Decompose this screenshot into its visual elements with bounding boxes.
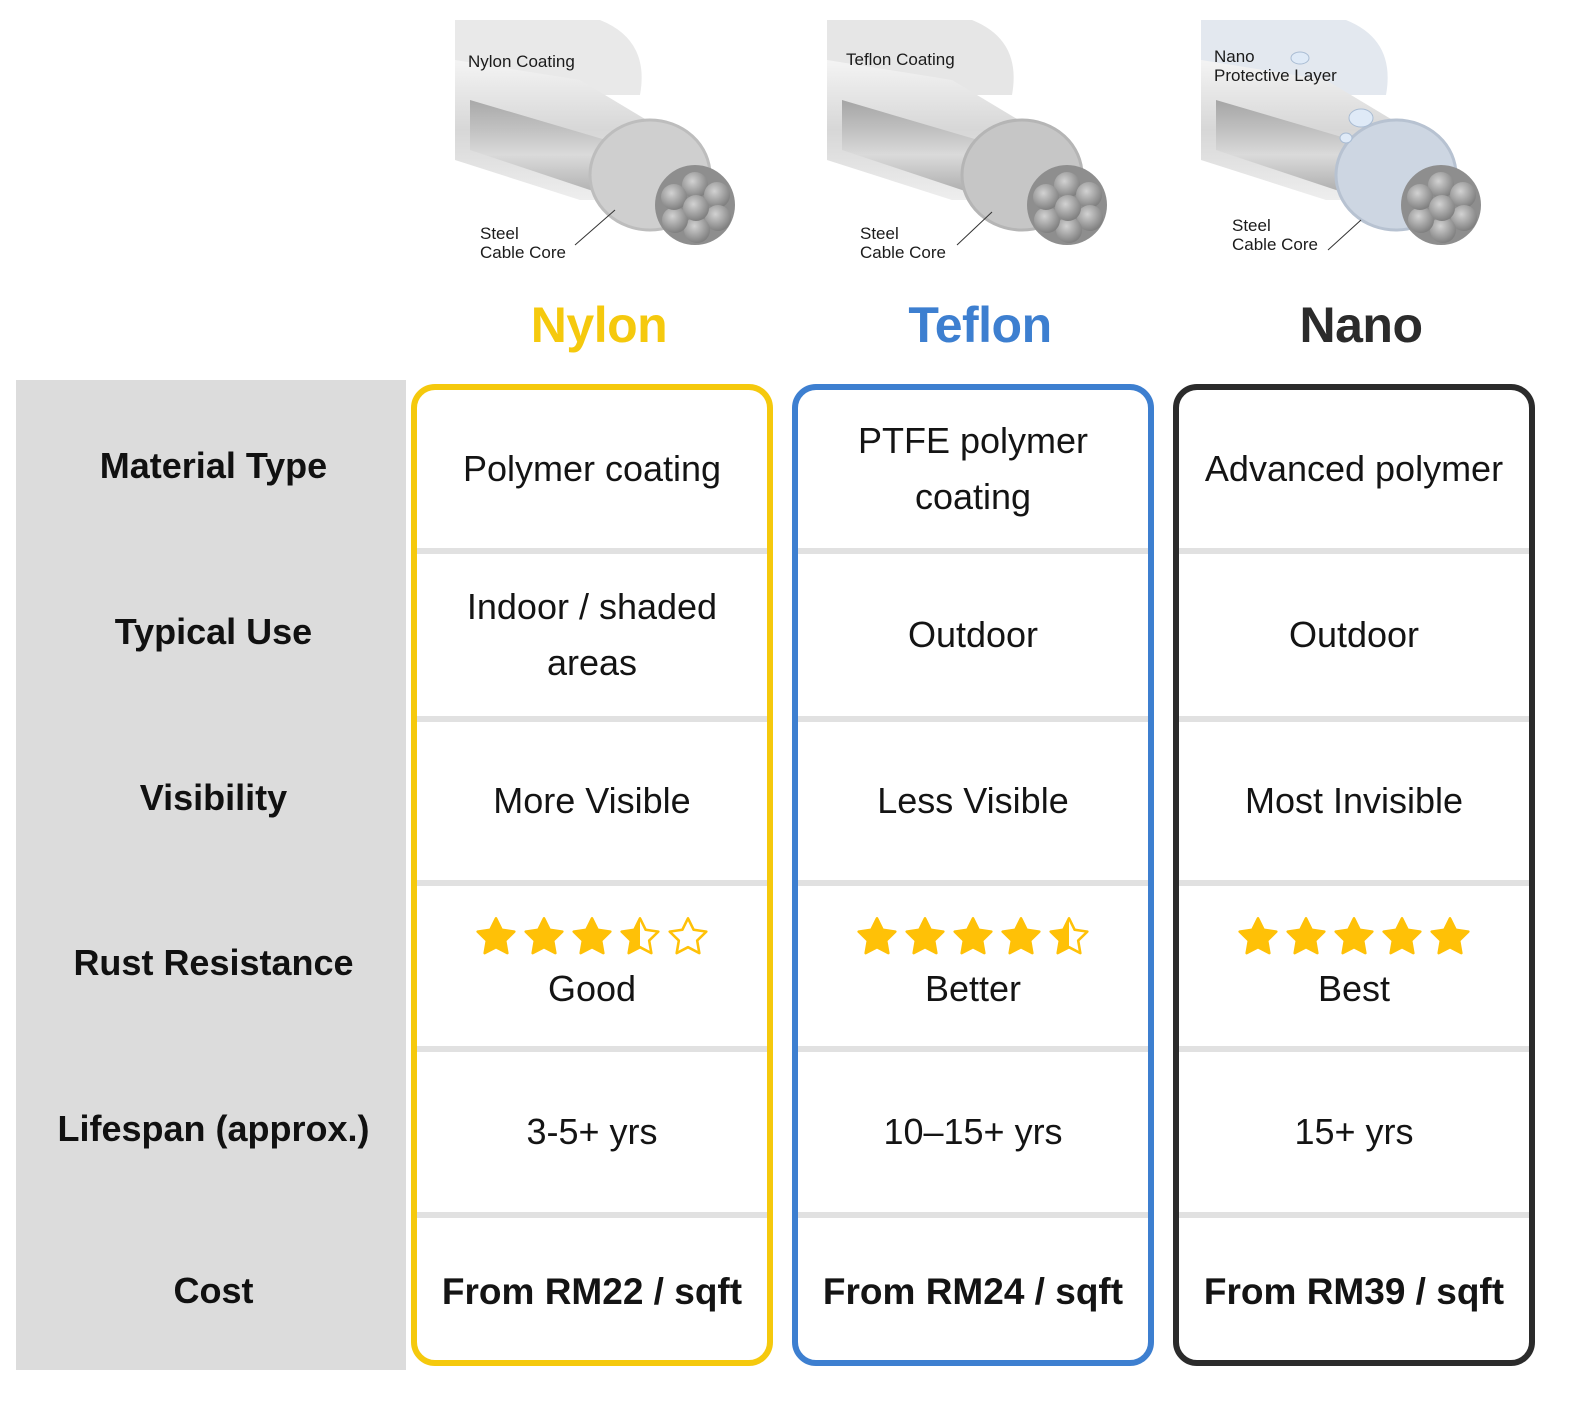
teflon-star-rating <box>855 915 1091 959</box>
nano-visibility-text: Most Invisible <box>1244 780 1464 821</box>
nylon-column: Polymer coating Indoor / shaded areas Mo… <box>411 384 773 1366</box>
teflon-typical-use: Outdoor <box>798 554 1148 716</box>
teflon-rust-text: Better <box>924 968 1022 1009</box>
nano-lifespan-text: 15+ yrs <box>1294 1111 1414 1152</box>
row-divider <box>1179 880 1529 886</box>
row-label-lifespan: Lifespan (approx.) <box>57 1108 370 1149</box>
row-divider <box>417 716 767 722</box>
teflon-cost-text: From RM24 / sqft <box>822 1271 1124 1312</box>
teflon-cost: From RM24 / sqft <box>798 1218 1148 1360</box>
nylon-star-rating <box>474 915 710 959</box>
nano-typical-use: Outdoor <box>1179 554 1529 716</box>
row-divider <box>798 1046 1148 1052</box>
nano-cost: From RM39 / sqft <box>1179 1218 1529 1360</box>
teflon-typical-use-text: Outdoor <box>907 614 1039 655</box>
nylon-lifespan-text: 3-5+ yrs <box>526 1111 658 1152</box>
star-icon-full <box>905 917 945 955</box>
star-icon-full <box>1430 917 1470 955</box>
nylon-title: Nylon <box>530 297 668 353</box>
row-divider <box>798 880 1148 886</box>
nylon-typical-use-line-2: areas <box>546 642 638 683</box>
star-icon-full <box>1238 917 1278 955</box>
star-icon-half <box>620 917 660 955</box>
teflon-core-label: Steel Cable Core <box>860 224 946 262</box>
star-icon-full <box>572 917 612 955</box>
nylon-visibility: More Visible <box>417 722 767 880</box>
teflon-visibility: Less Visible <box>798 722 1148 880</box>
star-icon-full <box>857 917 897 955</box>
teflon-lifespan: 10–15+ yrs <box>798 1052 1148 1212</box>
star-icon-empty <box>668 917 708 955</box>
nylon-rust-text: Good <box>547 968 637 1009</box>
nano-rust-resistance: Best <box>1179 886 1529 1046</box>
nylon-typical-use: Indoor / shaded areas <box>417 554 767 716</box>
star-icon-full <box>476 917 516 955</box>
nano-cost-text: From RM39 / sqft <box>1203 1271 1505 1312</box>
row-divider <box>798 1212 1148 1218</box>
row-divider <box>798 716 1148 722</box>
teflon-coating-label: Teflon Coating <box>846 50 955 69</box>
teflon-lifespan-text: 10–15+ yrs <box>883 1111 1063 1152</box>
nano-rust-text: Best <box>1317 968 1391 1009</box>
teflon-material-type-line-2: coating <box>914 476 1032 517</box>
row-divider <box>417 1046 767 1052</box>
nylon-cable-illustration: Nylon Coating Steel Cable Core <box>450 0 790 290</box>
row-divider <box>1179 1046 1529 1052</box>
teflon-visibility-text: Less Visible <box>877 780 1069 821</box>
nano-cable-illustration: Nano Protective Layer Steel Cable Core <box>1196 0 1536 290</box>
star-icon-full <box>953 917 993 955</box>
teflon-cable-illustration: Teflon Coating Steel Cable Core <box>822 0 1162 290</box>
nano-coating-label: Nano Protective Layer <box>1214 47 1337 85</box>
star-icon-full <box>1286 917 1326 955</box>
nylon-material-type-text: Polymer coating <box>462 448 722 489</box>
nano-typical-use-text: Outdoor <box>1288 614 1420 655</box>
nano-column: Advanced polymer Outdoor Most Invisible … <box>1173 384 1535 1366</box>
row-label-visibility: Visibility <box>139 777 288 818</box>
nylon-lifespan: 3-5+ yrs <box>417 1052 767 1212</box>
star-icon-full <box>1001 917 1041 955</box>
nylon-visibility-text: More Visible <box>493 780 691 821</box>
nylon-cost-text: From RM22 / sqft <box>441 1271 743 1312</box>
star-icon-full <box>1334 917 1374 955</box>
row-divider <box>1179 716 1529 722</box>
row-label-rust-resistance: Rust Resistance <box>73 942 354 983</box>
star-icon-half <box>1049 917 1089 955</box>
row-divider <box>798 548 1148 554</box>
teflon-title: Teflon <box>908 297 1052 353</box>
nylon-typical-use-line-1: Indoor / shaded <box>466 586 718 627</box>
nano-title: Nano <box>1299 297 1424 353</box>
teflon-material-type-line-1: PTFE polymer <box>857 420 1089 461</box>
nylon-material-type: Polymer coating <box>417 390 767 548</box>
teflon-column: PTFE polymer coating Outdoor Less Visibl… <box>792 384 1154 1366</box>
nano-core-label: Steel Cable Core <box>1232 216 1318 254</box>
row-label-material-type: Material Type <box>99 445 328 486</box>
star-icon-full <box>1382 917 1422 955</box>
teflon-material-type: PTFE polymer coating <box>798 390 1148 548</box>
row-divider <box>417 1212 767 1218</box>
nylon-coating-label: Nylon Coating <box>468 52 575 71</box>
star-icon-full <box>524 917 564 955</box>
nano-cable-image <box>1201 20 1481 251</box>
nano-star-rating <box>1236 915 1472 959</box>
row-label-typical-use: Typical Use <box>114 611 313 652</box>
nylon-core-label: Steel Cable Core <box>480 224 566 262</box>
nano-lifespan: 15+ yrs <box>1179 1052 1529 1212</box>
row-divider <box>1179 548 1529 554</box>
nano-material-type: Advanced polymer <box>1179 390 1529 548</box>
row-divider <box>1179 1212 1529 1218</box>
nylon-rust-resistance: Good <box>417 886 767 1046</box>
row-label-panel <box>16 380 406 1370</box>
row-divider <box>417 548 767 554</box>
nylon-cable-image <box>455 20 735 246</box>
teflon-cable-image <box>827 20 1107 246</box>
row-label-cost: Cost <box>173 1270 254 1311</box>
nano-material-type-text: Advanced polymer <box>1204 448 1504 489</box>
nylon-cost: From RM22 / sqft <box>417 1218 767 1360</box>
row-divider <box>417 880 767 886</box>
nano-visibility: Most Invisible <box>1179 722 1529 880</box>
teflon-rust-resistance: Better <box>798 886 1148 1046</box>
